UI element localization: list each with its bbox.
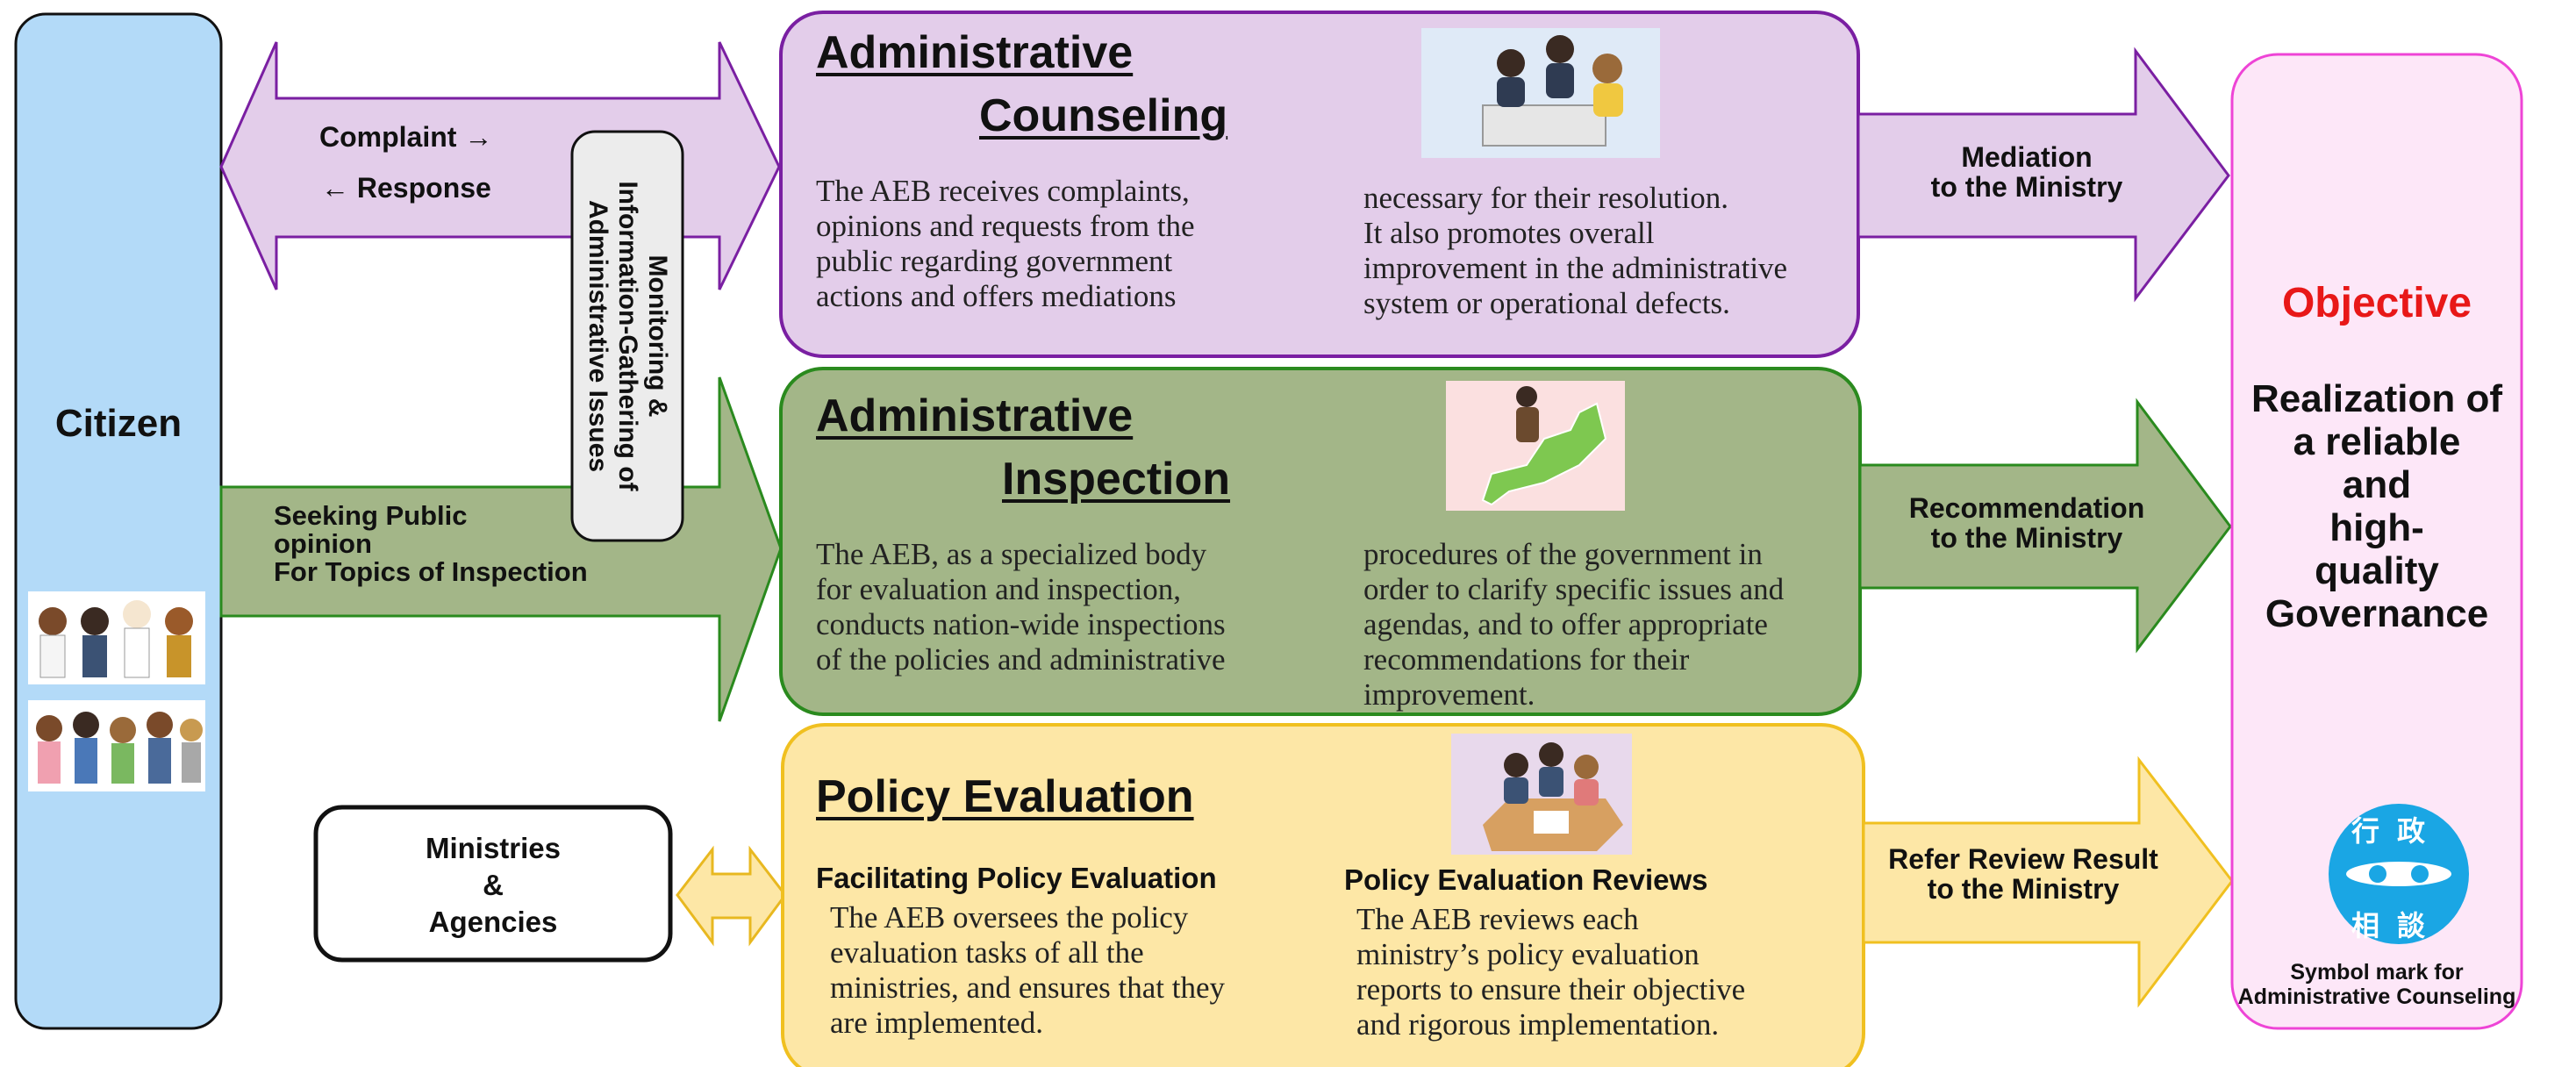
citizen-label: Citizen bbox=[54, 402, 182, 445]
inspection-title-line2: Inspection bbox=[1002, 454, 1231, 505]
recommendation-arrow bbox=[1858, 397, 2232, 654]
policy-sub-left: Facilitating Policy Evaluation bbox=[816, 862, 1217, 894]
ministries-box bbox=[313, 805, 673, 963]
counseling-title-line1: Administrative bbox=[816, 27, 1134, 78]
refer-review-arrow bbox=[1862, 755, 2234, 1008]
mediation-label: Mediation to the Ministry bbox=[1930, 141, 2123, 203]
inspection-title-line1: Administrative bbox=[816, 390, 1134, 441]
symbol-char-3: 相 bbox=[2351, 909, 2380, 942]
inspection-text-left: The AEB, as a specialized body for evalu… bbox=[816, 537, 1226, 677]
administrative-counseling-symbol-icon bbox=[2329, 804, 2469, 944]
counseling-text-right: necessary for their resolution. It also … bbox=[1363, 181, 1788, 320]
public-opinion-arrow bbox=[219, 376, 783, 722]
complaint-double-arrow bbox=[219, 41, 781, 290]
inspection-text-right: procedures of the government in order to… bbox=[1363, 537, 1785, 712]
recommendation-label: Recommendation to the Ministry bbox=[1908, 492, 2145, 554]
citizen-box bbox=[14, 12, 223, 1030]
symbol-char-2: 政 bbox=[2397, 814, 2426, 848]
policy-text-right: The AEB reviews each ministry’s policy e… bbox=[1356, 902, 1746, 1042]
policy-illustration bbox=[1451, 734, 1632, 855]
monitoring-label: Monitoring & Information-Gathering of Ad… bbox=[583, 181, 672, 491]
symbol-caption: Symbol mark for Administrative Counselin… bbox=[2237, 960, 2516, 1009]
symbol-char-4: 談 bbox=[2397, 909, 2426, 942]
complaint-label: Complaint → bbox=[319, 121, 493, 153]
public-opinion-label: Seeking Public opinion For Topics of Ins… bbox=[274, 500, 588, 587]
monitoring-box bbox=[570, 130, 684, 542]
objective-text: Realization of a reliable and high- qual… bbox=[2250, 377, 2503, 635]
symbol-char-1: 行 bbox=[2351, 814, 2380, 848]
policy-sub-right: Policy Evaluation Reviews bbox=[1344, 863, 1708, 896]
counseling-text-left: The AEB receives complaints, opinions an… bbox=[816, 174, 1195, 313]
objective-box bbox=[2230, 53, 2523, 1030]
refer-review-label: Refer Review Result to the Ministry bbox=[1888, 843, 2158, 905]
inspection-illustration bbox=[1446, 381, 1625, 511]
objective-heading: Objective bbox=[2281, 280, 2472, 326]
mediation-arrow bbox=[1857, 47, 2230, 303]
citizen-illustration bbox=[28, 591, 205, 791]
policy-title: Policy Evaluation bbox=[816, 771, 1194, 822]
ministries-double-arrow bbox=[676, 845, 787, 947]
counseling-title-line2: Counseling bbox=[979, 90, 1228, 141]
policy-text-left: The AEB oversees the policy evaluation t… bbox=[830, 900, 1226, 1040]
counseling-illustration bbox=[1421, 28, 1660, 158]
response-label: ← Response bbox=[321, 172, 491, 204]
ministries-label: Ministries & Agencies bbox=[425, 832, 562, 938]
